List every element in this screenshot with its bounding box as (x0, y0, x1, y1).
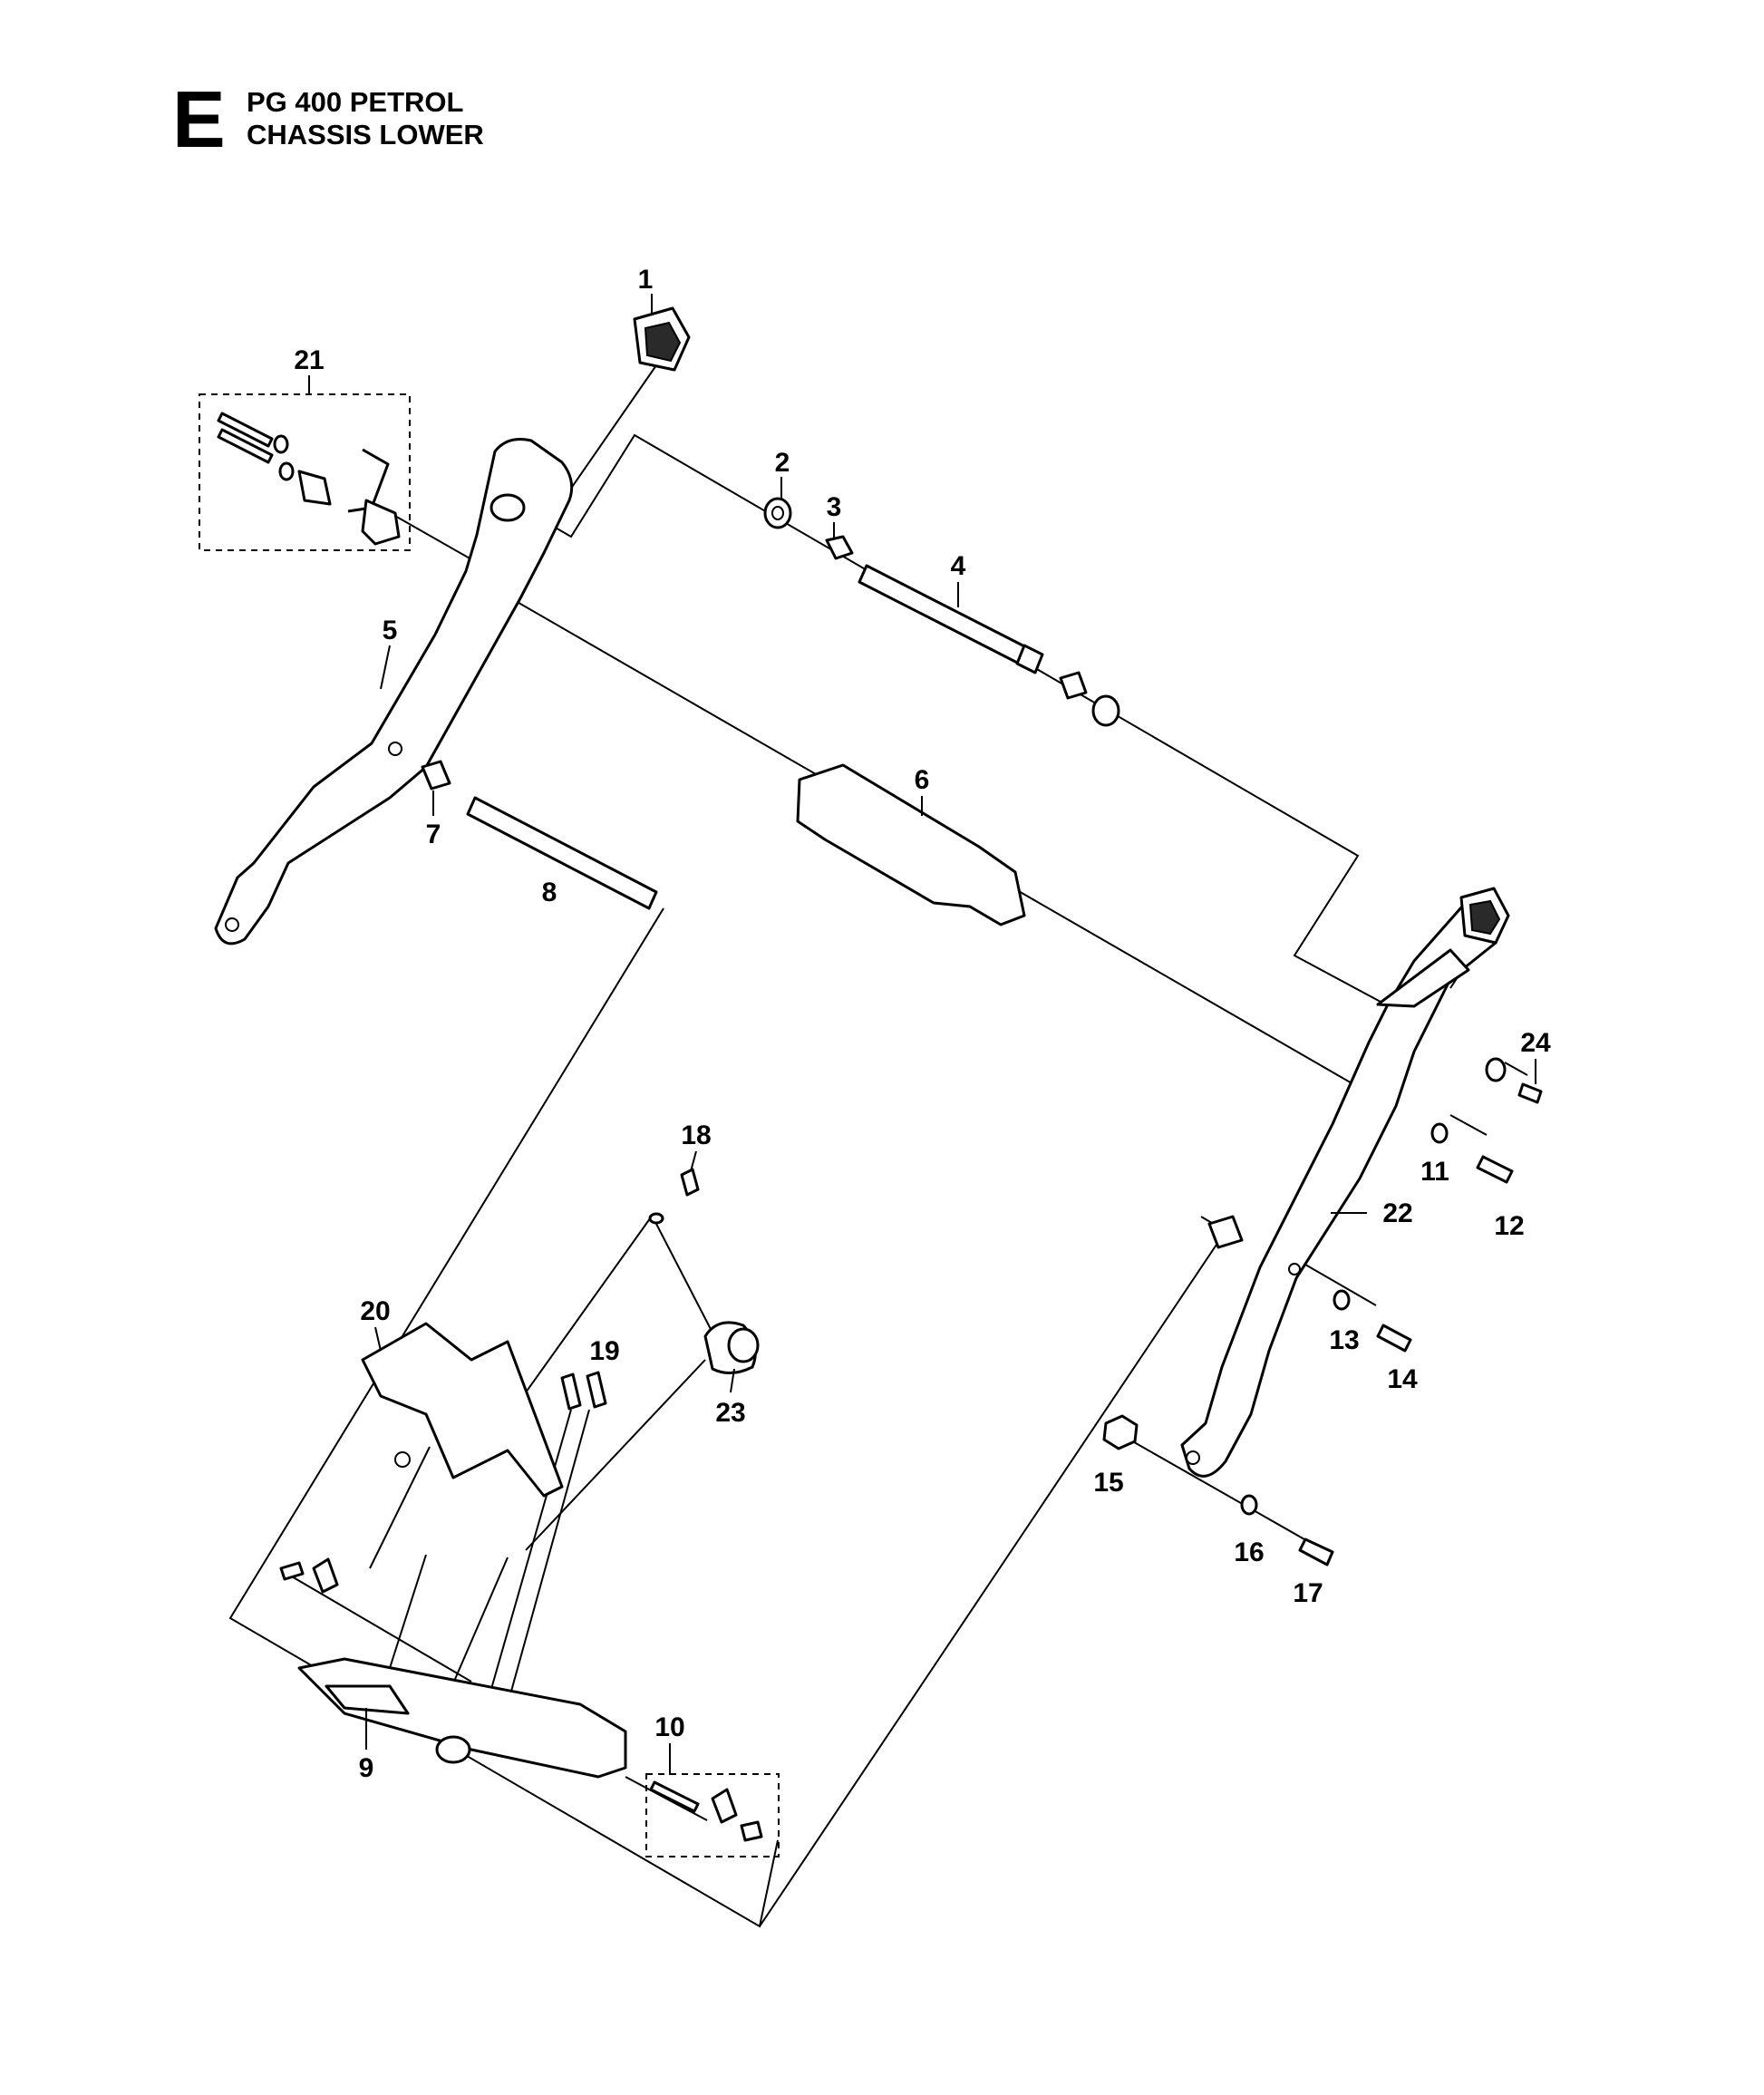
part-9-lower-frame (297, 1657, 627, 1779)
callout-labels: 1 2 3 4 5 6 7 8 9 10 11 12 13 14 15 16 1… (294, 265, 1551, 1783)
callout-17: 17 (1293, 1578, 1323, 1608)
callout-16: 16 (1234, 1537, 1264, 1567)
part-5-left-bar (214, 438, 574, 946)
part-15-nut (1102, 1414, 1139, 1450)
part-20-bracket (361, 1322, 564, 1498)
callout-6: 6 (915, 765, 930, 795)
part-13-washer (1333, 1289, 1351, 1311)
callout-3: 3 (827, 492, 842, 522)
part-14-bolt (1376, 1324, 1412, 1353)
callout-7: 7 (426, 820, 441, 849)
callout-12: 12 (1494, 1211, 1524, 1241)
part-cable-rod (655, 1223, 713, 1334)
line-19-screw-a (489, 1409, 572, 1696)
part-right-cap (1459, 887, 1510, 945)
group-box-10 (645, 1773, 780, 1857)
part-bushing-pair (1059, 671, 1120, 727)
callout-20: 20 (360, 1296, 390, 1326)
callout-2: 2 (775, 448, 790, 478)
callout-11: 11 (1420, 1157, 1449, 1187)
line-24 (1504, 1062, 1528, 1076)
diagram-title-line1: PG 400 PETROL (247, 86, 464, 118)
part-18-bolt (648, 1168, 700, 1225)
part-23-knob (703, 1321, 760, 1374)
part-12-bolt (1476, 1155, 1514, 1184)
line-15-17 (1116, 1431, 1324, 1551)
callout-4: 4 (951, 551, 966, 581)
line-20-frame (369, 1446, 431, 1569)
part-7-spacer (421, 760, 451, 790)
part-1-cap (633, 306, 691, 372)
callout-14: 14 (1387, 1364, 1418, 1394)
part-17-bolt (1298, 1537, 1334, 1566)
part-16-washer (1240, 1494, 1258, 1516)
callout-ticks (308, 294, 1536, 1775)
part-8-rod (466, 796, 658, 910)
callout-18: 18 (681, 1120, 711, 1150)
callout-5: 5 (383, 616, 398, 645)
line-right-spacer (759, 1216, 1227, 1927)
line-13-14 (1294, 1257, 1377, 1306)
part-22-right-bar (1180, 897, 1507, 1478)
part-10-pin-kit (649, 1780, 763, 1842)
line-pin-left (285, 1572, 472, 1683)
part-11-washer (1430, 1122, 1449, 1144)
line-23-bracket (525, 1359, 706, 1551)
callout-9: 9 (359, 1753, 374, 1783)
part-spacer-right (1207, 1215, 1244, 1249)
callout-23: 23 (715, 1398, 745, 1428)
part-lower-pin-left (279, 1557, 339, 1594)
section-letter: E (172, 74, 226, 164)
callout-22: 22 (1382, 1198, 1412, 1228)
line-rod-8 (228, 907, 779, 1928)
callout-15: 15 (1093, 1468, 1123, 1498)
part-2-washer (763, 497, 792, 529)
part-4-shaft (858, 564, 1044, 674)
callout-1: 1 (638, 265, 654, 295)
part-19-screws (560, 1371, 607, 1411)
callout-13: 13 (1329, 1325, 1359, 1355)
part-21-kit (217, 412, 401, 546)
diagram-title-line2: CHASSIS LOWER (247, 119, 484, 150)
group-box-21 (199, 393, 411, 551)
part-24-screw (1485, 1057, 1543, 1104)
callout-10: 10 (654, 1712, 684, 1742)
part-6-cover (796, 763, 1026, 926)
line-19-screw-b (507, 1409, 590, 1705)
callout-8: 8 (542, 878, 557, 907)
part-3-bushing (825, 535, 854, 560)
callout-21: 21 (294, 345, 324, 375)
callout-24: 24 (1520, 1028, 1551, 1058)
line-frame-lower-a (389, 1554, 427, 1669)
line-11-12 (1449, 1114, 1488, 1136)
callout-19: 19 (589, 1336, 619, 1366)
